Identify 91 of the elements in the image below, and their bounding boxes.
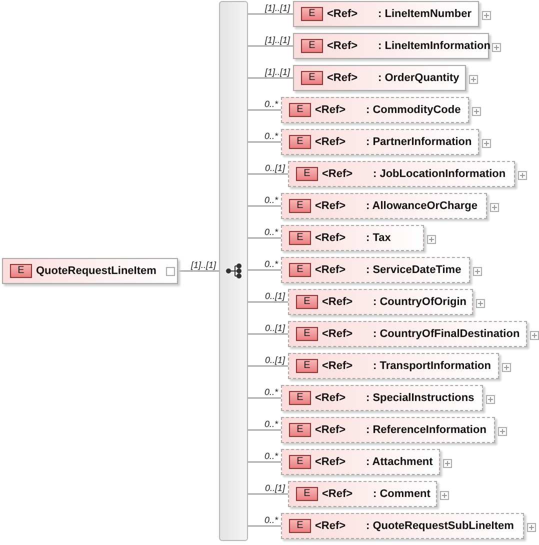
ref-label: <Ref> [315,423,346,437]
element-type-tag: E [289,135,311,149]
cardinality-label: [1]..[1] [264,35,290,45]
ref-label: <Ref> [315,199,346,213]
cardinality-label: 0..[1] [264,291,285,301]
element-type-tag: E [289,103,311,117]
cardinality-label: 0..[1] [264,355,285,365]
element-box [281,513,524,539]
element-name: : ReferenceInformation [366,423,486,437]
element-name: : OrderQuantity [378,71,460,85]
element-type-tag: E [10,264,32,278]
ref-label: <Ref> [322,327,353,341]
element-type-tag: E [289,231,311,245]
cardinality-label: [1]..[1] [264,3,290,13]
element-name: : SpecialInstructions [366,391,474,405]
cardinality-label: 0..* [264,195,278,205]
element-box [293,65,466,91]
cardinality-label: 0..* [264,131,278,141]
element-box [281,417,495,443]
element-name: : Comment [373,487,430,501]
element-box [281,257,470,283]
element-name: : LineItemInformation [378,39,490,53]
element-name: : LineItemNumber [378,7,472,21]
ref-label: <Ref> [322,295,353,309]
ref-label: <Ref> [315,135,346,149]
element-name: QuoteRequestLineItem [36,264,156,278]
element-type-tag: E [301,71,323,85]
compositor-bar [219,1,248,541]
element-name: : PartnerInformation [366,135,472,149]
element-box [2,258,178,284]
element-type-tag: E [289,455,311,469]
cardinality-label: 0..[1] [264,163,285,173]
ref-label: <Ref> [315,519,346,533]
element-box [288,353,499,379]
ref-label: <Ref> [327,71,358,85]
element-box [281,97,469,123]
element-type-tag: E [296,295,318,309]
element-type-tag: E [296,167,318,181]
cardinality-label: 0..* [264,451,278,461]
cardinality-label: 0..* [264,227,278,237]
element-box [288,289,473,315]
element-box [293,33,489,59]
element-name: : Tax [366,231,391,245]
element-box [281,449,440,475]
element-box [281,193,487,219]
element-name: : ServiceDateTime [366,263,462,277]
ref-label: <Ref> [322,487,353,501]
ref-label: <Ref> [322,359,353,373]
element-name: : Attachment [366,455,433,469]
element-box [281,129,479,155]
element-name: : TransportInformation [373,359,491,373]
element-box [281,225,424,251]
element-type-tag: E [289,423,311,437]
cardinality-label: 0..* [264,419,278,429]
element-type-tag: E [289,263,311,277]
element-name: : AllowanceOrCharge [366,199,478,213]
ref-label: <Ref> [315,455,346,469]
element-name: : CommodityCode [366,103,461,117]
element-name: : QuoteRequestSubLineItem [366,519,514,533]
element-name: : CountryOfFinalDestination [373,327,520,341]
element-type-tag: E [301,7,323,21]
element-box [288,321,527,347]
element-box [288,481,437,507]
element-type-tag: E [296,327,318,341]
cardinality-label: [1]..[1] [264,67,290,77]
element-name: : JobLocationInformation [373,167,506,181]
ref-label: <Ref> [327,39,358,53]
element-type-tag: E [296,359,318,373]
cardinality-label: [1]..[1] [190,260,216,270]
element-type-tag: E [301,39,323,53]
cardinality-label: 0..[1] [264,483,285,493]
element-box [288,161,515,187]
element-type-tag: E [289,519,311,533]
element-box [293,1,479,27]
cardinality-label: 0..[1] [264,323,285,333]
element-name: : CountryOfOrigin [373,295,466,309]
ref-label: <Ref> [315,391,346,405]
ref-label: <Ref> [327,7,358,21]
element-type-tag: E [289,391,311,405]
element-box [281,385,483,411]
ref-label: <Ref> [315,263,346,277]
element-type-tag: E [296,487,318,501]
ref-label: <Ref> [315,231,346,245]
ref-label: <Ref> [315,103,346,117]
cardinality-label: 0..* [264,387,278,397]
cardinality-label: 0..* [264,259,278,269]
ref-label: <Ref> [322,167,353,181]
connector-line [178,270,220,272]
cardinality-label: 0..* [264,99,278,109]
cardinality-label: 0..* [264,515,278,525]
element-type-tag: E [289,199,311,213]
